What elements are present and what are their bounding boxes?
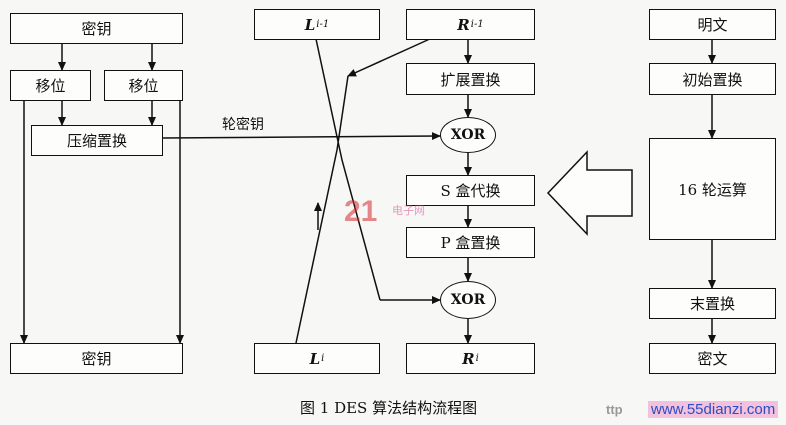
- s-box-label: S 盒代换: [440, 182, 501, 200]
- line-r-prev-to-l-next-b: [295, 75, 349, 344]
- compress-permute-label: 压缩置换: [66, 132, 127, 150]
- plaintext-box: 明文: [649, 9, 776, 40]
- key-bottom-label: 密钥: [81, 350, 112, 368]
- center-watermark-text: 电子网: [392, 205, 425, 217]
- r-prev-symbol: R: [457, 15, 470, 34]
- line-l-prev-to-xor: [315, 38, 381, 301]
- shift-right-label: 移位: [128, 77, 159, 95]
- key-bottom-box: 密钥: [10, 343, 183, 374]
- expand-permute-label: 扩展置换: [440, 70, 501, 89]
- r-next-symbol: R: [462, 349, 475, 368]
- shift-left-box: 移位: [10, 70, 91, 101]
- xor-bottom-node: XOR: [440, 281, 496, 319]
- center-watermark-logo: 21: [344, 195, 378, 228]
- l-next-symbol: L: [309, 349, 321, 368]
- rounds-label: 16 轮运算: [678, 180, 747, 199]
- r-prev-subscript: i-1: [470, 19, 484, 30]
- r-next-subscript: i: [475, 353, 479, 364]
- key-top-label: 密钥: [81, 20, 112, 38]
- expand-permute-box: 扩展置换: [406, 63, 535, 95]
- line-r-prev-to-l-next: [347, 37, 433, 77]
- key-top-box: 密钥: [10, 13, 183, 44]
- l-next-subscript: i: [321, 353, 325, 364]
- final-permute-box: 末置换: [649, 288, 776, 319]
- bottom-watermark-prefix: ttp: [606, 402, 623, 417]
- p-box-label: P 盒置换: [440, 234, 501, 252]
- shift-right-box: 移位: [104, 70, 183, 101]
- bottom-watermark-url: www.55dianzi.com: [648, 401, 779, 418]
- expansion-arrow: [546, 150, 633, 236]
- shift-left-label: 移位: [35, 77, 66, 95]
- ciphertext-box: 密文: [649, 343, 776, 374]
- plaintext-label: 明文: [697, 16, 728, 34]
- xor-top-label: XOR: [450, 127, 486, 143]
- arrow-round-key-to-xor: [162, 132, 441, 141]
- figure-caption: 图 1 DES 算法结构流程图: [300, 399, 478, 417]
- l-prev-subscript: i-1: [316, 19, 330, 30]
- round-key-label: 轮密钥: [222, 117, 264, 133]
- p-box-box: P 盒置换: [406, 227, 535, 258]
- compress-permute-box: 压缩置换: [31, 125, 163, 156]
- initial-permute-box: 初始置换: [649, 63, 776, 95]
- xor-bottom-label: XOR: [450, 292, 486, 308]
- xor-top-node: XOR: [440, 117, 496, 153]
- final-permute-label: 末置换: [689, 295, 735, 313]
- l-prev-symbol: L: [304, 15, 316, 34]
- s-box-box: S 盒代换: [406, 175, 535, 206]
- ciphertext-label: 密文: [697, 350, 728, 368]
- rounds-box: 16 轮运算: [649, 138, 776, 240]
- initial-permute-label: 初始置换: [682, 70, 743, 89]
